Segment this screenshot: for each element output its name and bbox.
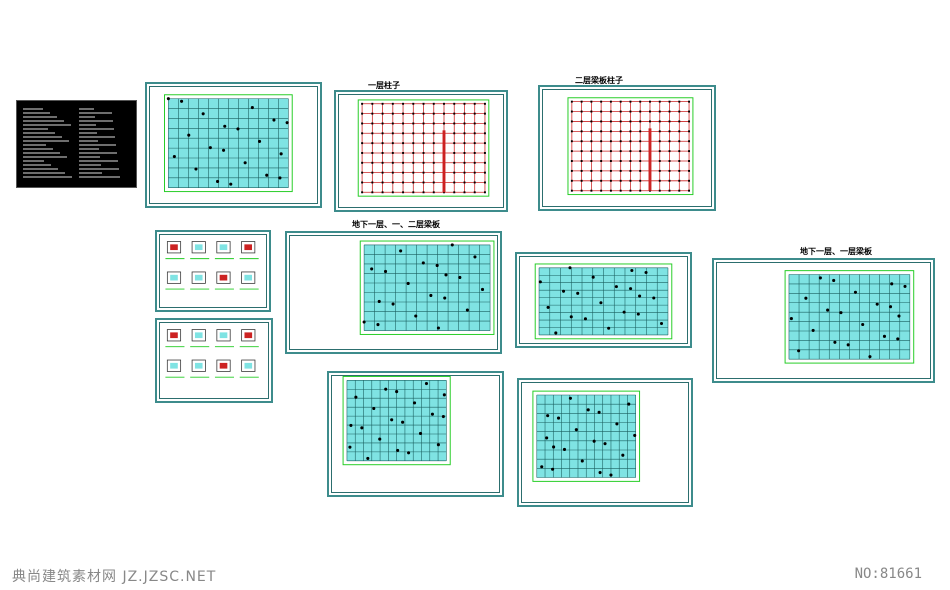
sheet-title-second-floor-beams: 二层梁板柱子: [575, 76, 623, 85]
drawing-content: [164, 94, 293, 193]
drawing-sheet-details-2[interactable]: [155, 318, 273, 403]
drawing-content: [567, 97, 694, 196]
legend-text-lines: [23, 108, 120, 178]
drawing-sheet-first-floor-columns[interactable]: [334, 90, 508, 212]
drawing-sheet-second-floor-beams[interactable]: [538, 85, 716, 211]
drawing-sheet-floor-plan-a[interactable]: [515, 252, 692, 348]
drawing-sheet-details-1[interactable]: [155, 230, 271, 312]
drawing-sheet-basement-first-floor[interactable]: [712, 258, 935, 383]
drawing-sheet-floor-plan-c[interactable]: [517, 378, 693, 507]
sheet-title-basement-first-floor: 地下一层、一层梁板: [800, 247, 872, 256]
watermark-text: 典尚建筑素材网 JZ.JZSC.NET: [12, 569, 217, 585]
drawing-content: [532, 390, 641, 482]
drawing-content: [359, 240, 495, 335]
sheet-title-basement-beams: 地下一层、一、二层梁板: [352, 220, 440, 229]
drawing-number: NO:81661: [854, 566, 922, 582]
drawing-content: [165, 329, 259, 378]
drawing-sheet-foundation[interactable]: [145, 82, 322, 208]
drawing-content: [784, 270, 915, 364]
drawing-content: [357, 99, 490, 197]
drawing-content: [342, 375, 451, 466]
legend-sheet[interactable]: [16, 100, 137, 188]
drawing-sheet-floor-plan-b[interactable]: [327, 371, 504, 497]
drawing-content: [165, 241, 259, 290]
sheet-title-first-floor-columns: 一层柱子: [368, 81, 400, 90]
drawing-content: [534, 263, 673, 340]
drawing-sheet-basement-beams[interactable]: [285, 231, 502, 354]
